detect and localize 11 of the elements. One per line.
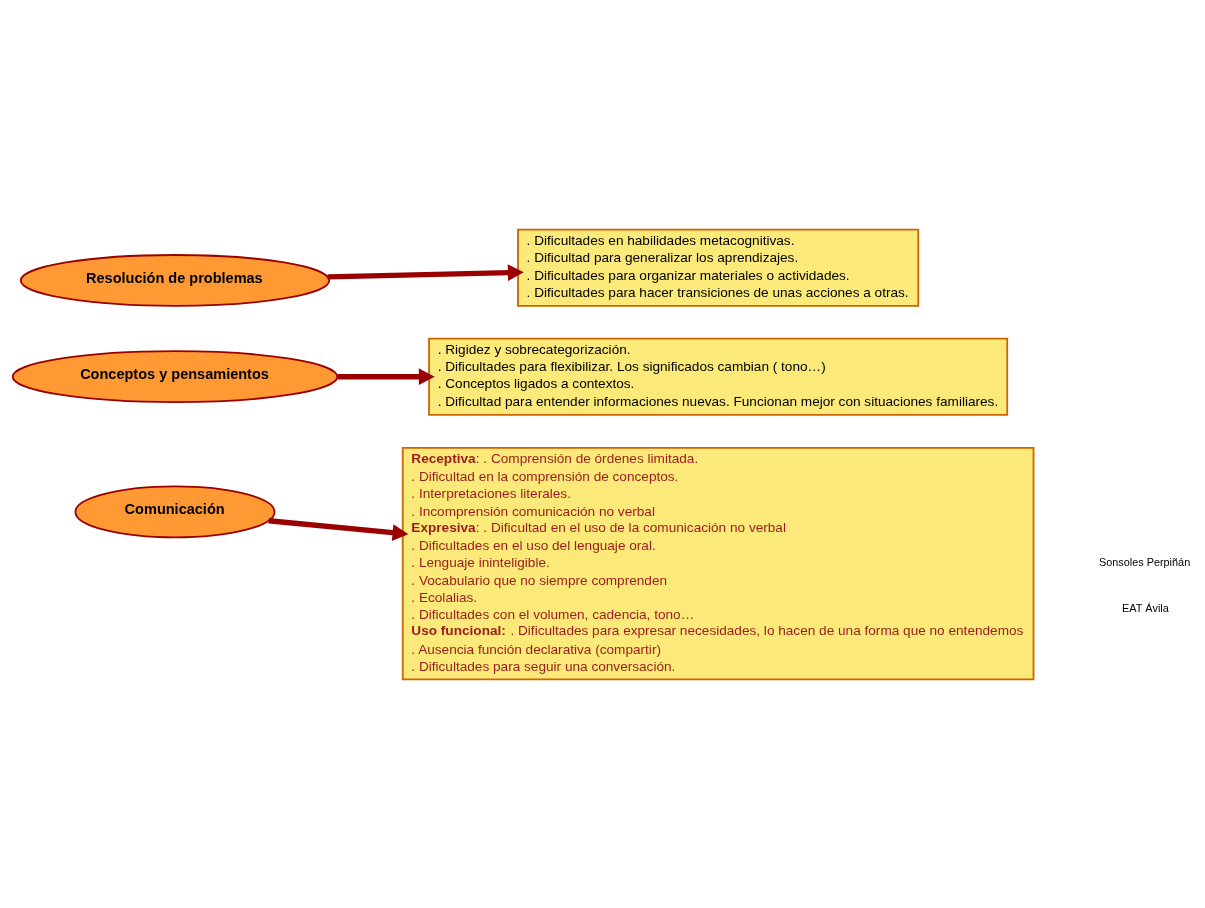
- node-box: . Dificultades en habilidades metacognitivas. . Dificultad para generalizar los aprendizajes. . Dificultades para organizar materiales o actividades. . Dificultades para hacer transiciones de unas acciones a otras.: [517, 228, 920, 307]
- node-ellipse: Resolución de problemas: [19, 253, 331, 307]
- node-box: Receptiva: . Comprensión de órdenes limitada. . Dificultad en la comprensión de conceptos. . Interpretaciones literales. . Incomprensión comunicación no verbal Expresiva: . Dificultad en el uso de la comunicación no verbal . Dificultades en el uso del lenguaje oral. . Lenguaje ininteligible. . Vocabulario que no siempre comprenden . Ecolalias. . Dificultades con el volumen, cadencia, tono… Uso funcional: . Dificultades para expresar necesidades, lo hacen de una forma que no entendemos . Ausencia función declarativa (compartir) . Dificultades para seguir una conversación.: [401, 446, 1035, 680]
- arrow: [268, 517, 409, 541]
- arrow: [327, 263, 524, 281]
- node-box: . Rigidez y sobrecategorización. . Dificultades para flexibilizar. Los significados cambian ( tono…) . Conceptos ligados a contextos. . Dificultad para entender informaciones nuevas. Funcionan mejor con situaciones familiares.: [428, 337, 1009, 416]
- node-ellipse: Conceptos y pensamientos: [11, 349, 339, 403]
- node-ellipse: Comunicación: [74, 485, 276, 538]
- arrow: [337, 367, 435, 385]
- label: Sonsoles Perpiñán: [1098, 555, 1191, 568]
- label: EAT Ávila: [1122, 601, 1169, 614]
